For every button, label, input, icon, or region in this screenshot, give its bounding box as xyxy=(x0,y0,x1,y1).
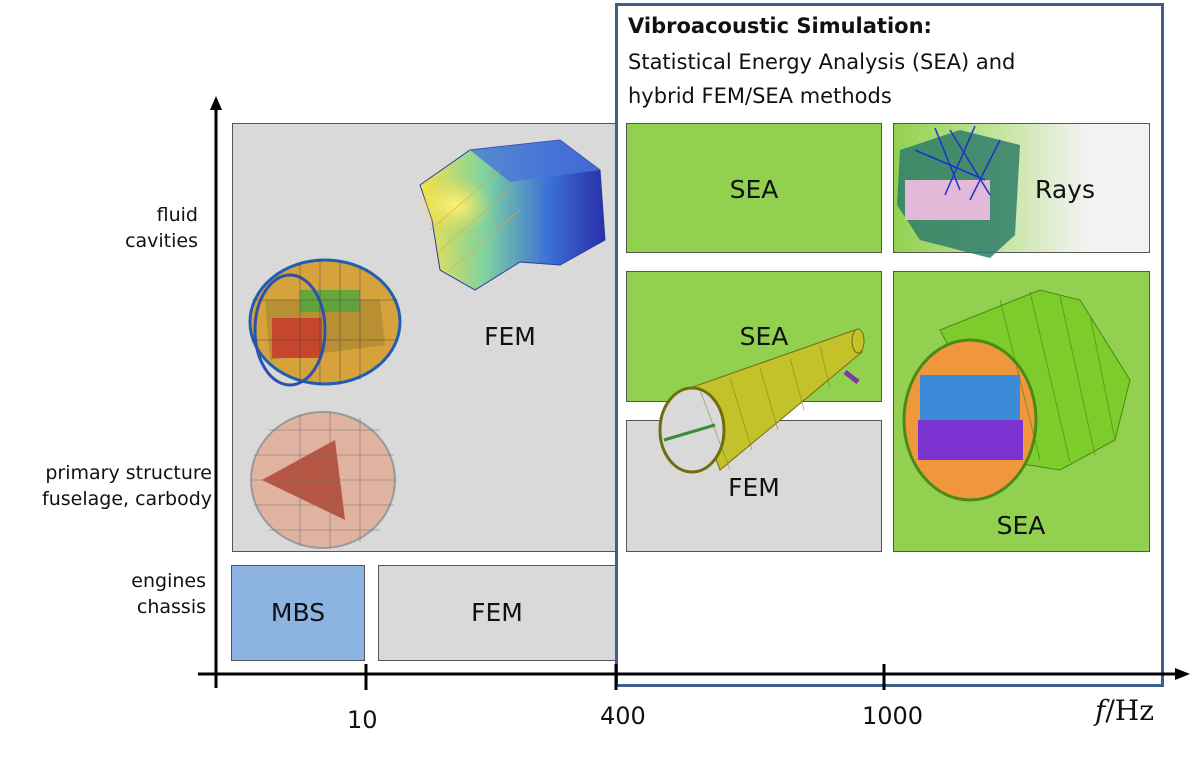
diagram-subtitle-line1: Statistical Energy Analysis (SEA) and xyxy=(628,50,1016,74)
x-tick-label-400: 400 xyxy=(600,702,646,730)
rays-model xyxy=(897,125,1020,258)
sea-label-top: SEA xyxy=(729,175,779,204)
fuselage-fem-model-1 xyxy=(248,258,402,387)
y-label-fluid-line2: cavities xyxy=(125,230,198,252)
x-axis-unit-hz: /Hz xyxy=(1105,694,1154,727)
fem-label-large: FEM xyxy=(484,322,536,351)
y-label-engines-chassis: engines chassis xyxy=(40,568,206,620)
cone-hybrid-model xyxy=(658,328,865,474)
fem-region-low xyxy=(378,565,617,661)
x-axis-arrow xyxy=(1175,668,1190,680)
sea-label-mid: SEA xyxy=(739,322,789,351)
y-label-fluid-cavities: fluid cavities xyxy=(40,202,198,254)
sea-fuselage-model xyxy=(902,289,1131,502)
mbs-region xyxy=(231,565,365,661)
diagram-subtitle-line2: hybrid FEM/SEA methods xyxy=(628,84,892,108)
fem-label-mid: FEM xyxy=(728,473,780,502)
x-tick-label-10: 10 xyxy=(347,706,378,734)
mbs-label: MBS xyxy=(270,598,326,627)
y-label-engines-line1: engines xyxy=(131,570,206,592)
vibroacoustic-frame xyxy=(615,3,1164,687)
rays-label: Rays xyxy=(1035,175,1095,204)
y-label-primary-line2: fuselage, carbody xyxy=(42,488,212,510)
fem-label-low: FEM xyxy=(471,598,523,627)
fuselage-fem-model-2 xyxy=(250,411,396,549)
x-axis-unit-f: f xyxy=(1095,694,1106,727)
y-label-primary-structure: primary structure fuselage, carbody xyxy=(10,460,212,512)
sea-label-right: SEA xyxy=(996,511,1046,540)
x-tick-label-1000: 1000 xyxy=(862,702,924,730)
sea-region-top xyxy=(626,123,882,253)
diagram-title: Vibroacoustic Simulation: xyxy=(628,14,932,38)
y-label-primary-line1: primary structure xyxy=(45,462,212,484)
y-label-fluid-line1: fluid xyxy=(156,204,198,226)
y-axis-arrow xyxy=(210,96,222,110)
y-label-engines-line2: chassis xyxy=(136,596,206,618)
x-axis-unit: f/Hz xyxy=(1095,694,1154,727)
cavity-heatmap-model xyxy=(417,139,606,291)
